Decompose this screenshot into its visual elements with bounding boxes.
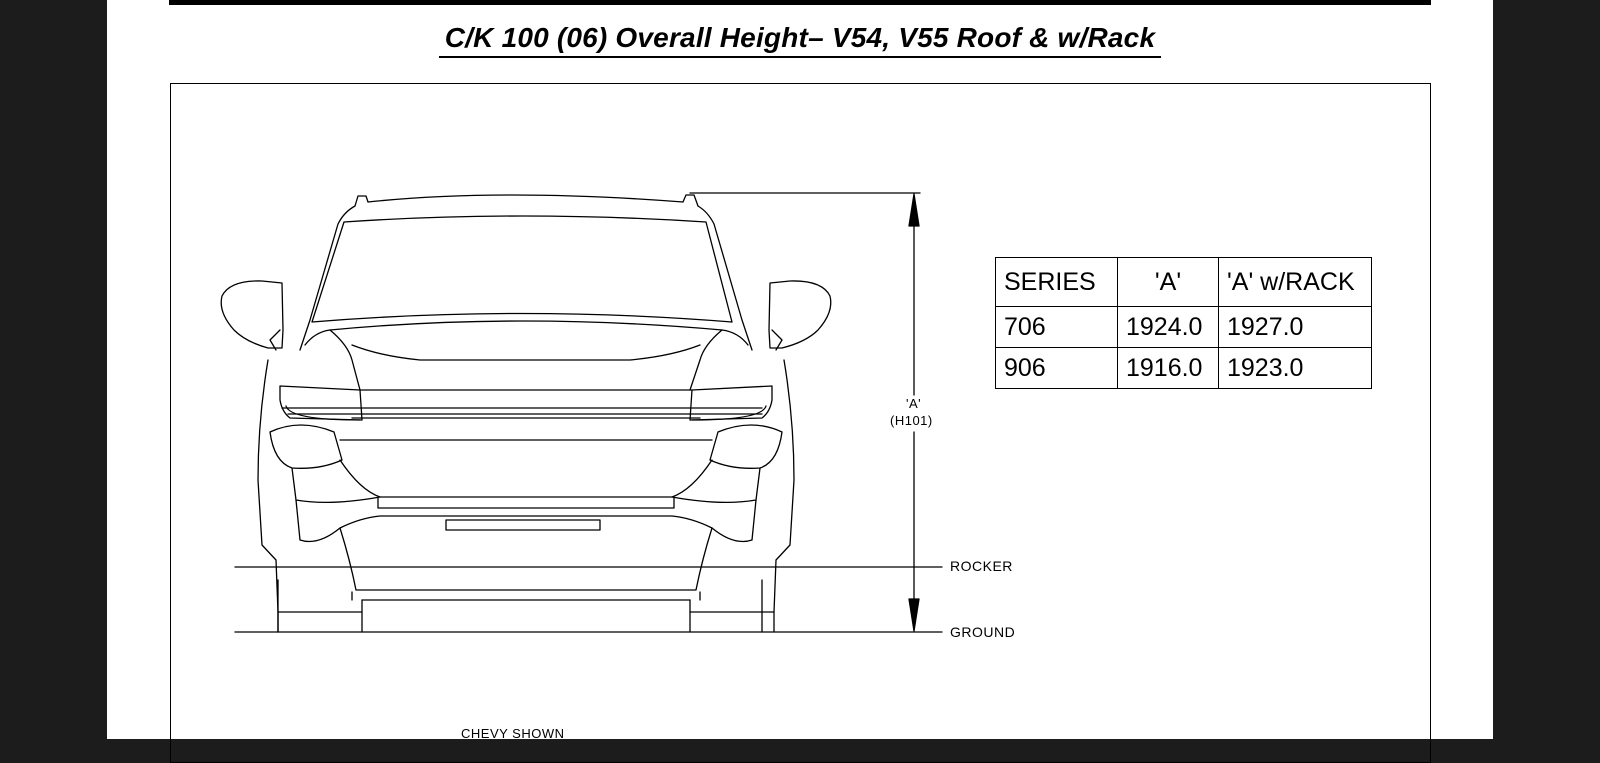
cell-a-rack: 1927.0 — [1218, 306, 1372, 348]
ground-label: GROUND — [950, 624, 1016, 640]
cell-a: 1924.0 — [1117, 306, 1219, 348]
table-row: 706 1924.0 1927.0 — [995, 306, 1372, 348]
table-header-row: SERIES 'A' 'A' w/RACK — [995, 257, 1372, 307]
dimension-arrow-a — [908, 193, 920, 632]
cell-a-rack: 1923.0 — [1218, 347, 1372, 389]
vehicle-front-view-drawing — [220, 192, 943, 633]
rocker-label: ROCKER — [950, 558, 1013, 574]
col-header-a-rack: 'A' w/RACK — [1218, 257, 1372, 307]
cell-a: 1916.0 — [1117, 347, 1219, 389]
dimension-a-code: (H101) — [890, 413, 933, 428]
top-rule — [169, 0, 1431, 5]
height-spec-table: SERIES 'A' 'A' w/RACK 706 1924.0 1927.0 … — [995, 257, 1372, 389]
table-row: 906 1916.0 1923.0 — [995, 347, 1372, 389]
dimension-a-label: 'A' — [906, 396, 922, 411]
vehicle-body — [220, 194, 832, 633]
col-header-series: SERIES — [995, 257, 1118, 307]
cell-series: 906 — [995, 347, 1118, 389]
page-title-text: C/K 100 (06) Overall Height– V54, V55 Ro… — [438, 22, 1162, 58]
page-title: C/K 100 (06) Overall Height– V54, V55 Ro… — [107, 22, 1493, 58]
col-header-a: 'A' — [1117, 257, 1219, 307]
cell-series: 706 — [995, 306, 1118, 348]
caption-chevy-shown: CHEVY SHOWN — [461, 726, 565, 741]
